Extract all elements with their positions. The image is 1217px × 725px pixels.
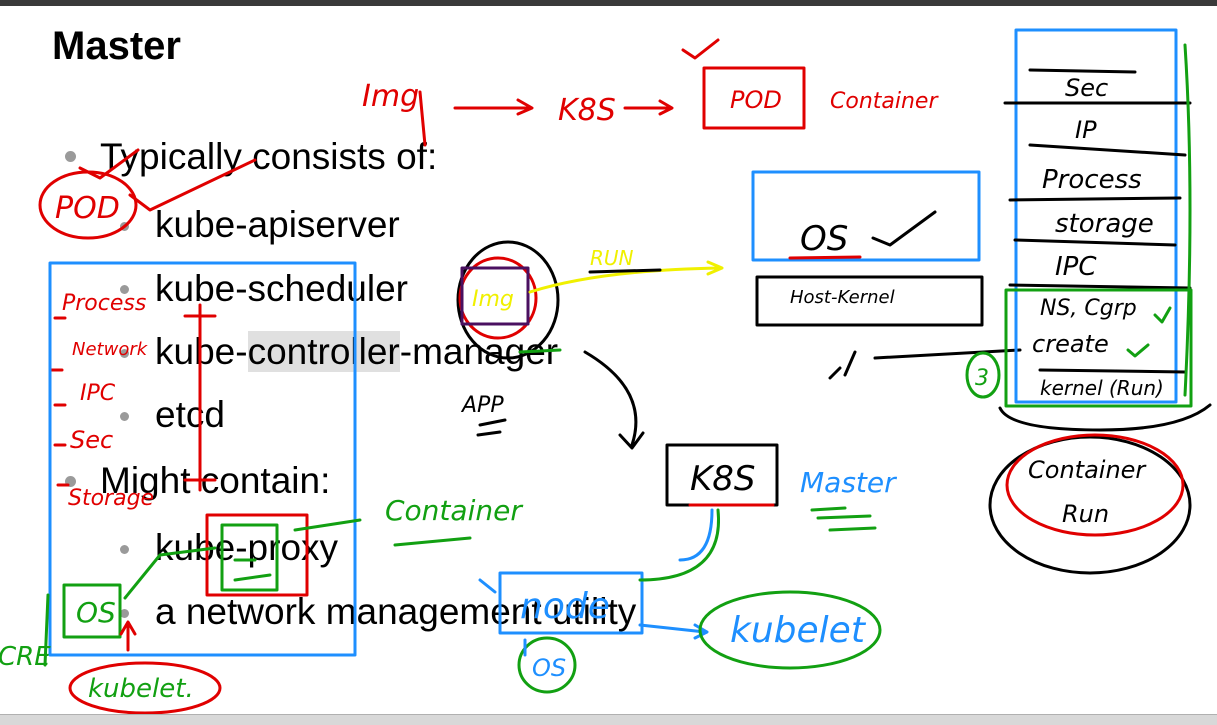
num3-circle [965,351,1001,399]
img-small-label: Img [472,287,514,312]
cm-suffix: -manager [399,331,559,372]
network-label: Network [72,339,149,360]
os-check [871,210,937,247]
right-list-0: Sec [1065,74,1108,102]
k8s-to-node-green [638,508,721,582]
container-run-label-2: Run [1062,500,1109,528]
bullet-dot [120,285,129,294]
host-kernel-box [755,275,984,327]
bullet-dot [65,151,76,162]
right-green-box [1004,288,1193,408]
top-window-bar [0,0,1217,6]
left-dashes [48,316,70,487]
right-list-4: IPC [1055,252,1097,282]
pod-top-box [702,66,806,130]
app-label: APP [460,393,504,418]
kubelet-left-circle [68,661,222,715]
black-check-arrow [828,348,1022,380]
bullet-dot [120,412,129,421]
os-left-label: OS [76,596,116,629]
cre-label: CRE [0,642,51,672]
container-underline [393,536,472,547]
os2-circle [517,636,577,694]
ipc-left-label: IPC [80,381,116,406]
right-list-3: storage [1055,209,1154,239]
bullet-dot [120,222,129,231]
kubelet-right-label: kubelet [730,610,867,651]
cm-prefix: kube- [155,331,248,372]
bullet-dot [120,609,129,618]
num3-label: 3 [975,366,989,391]
right-list-2: Process [1042,165,1142,195]
bullet-kube-proxy: kube-proxy [155,527,339,568]
node-to-kubelet-arrow [638,623,709,640]
container-mid-label: Container [385,494,523,527]
app-underline [476,418,507,437]
master-lines [810,506,877,532]
kubelet-right-circle [698,590,882,670]
pod-top-check [681,38,720,60]
kubelet-left-label: kubelet. [88,674,194,704]
run-label: RUN [590,246,634,270]
container-run-red-circle [1005,433,1185,537]
arrow-img-to-k8s [453,98,534,116]
right-list-6: create [1032,330,1109,358]
master-label: Master [800,466,897,499]
bullet-consists: Typically consists of: [100,136,438,177]
bottom-status-bar [0,714,1217,725]
right-list-7: kernel (Run) [1040,376,1164,400]
slide-title: Master [52,24,181,68]
bullet-apiserver: kube-apiserver [155,204,400,245]
right-green-bracket [1183,43,1192,397]
k8s-mid-box [665,443,779,507]
img-purple-box [460,266,530,326]
os-red-underline [788,255,862,260]
pod-top-label: POD [730,86,782,114]
bullet-dot [120,545,129,554]
pod-left-label: POD [55,191,120,226]
os2-label: OS [532,654,566,682]
run-underline [588,268,662,274]
sec-left-label: Sec [70,426,113,454]
os-left-box [62,583,122,639]
bullet-might-contain: Might contain: [100,460,331,501]
k8s-to-node-blue [678,508,714,562]
right-checks [1126,306,1172,358]
bullet-dot [120,349,129,358]
container-top-label: Container [830,89,939,114]
img-label: Img [362,79,419,114]
container-run-label-1: Container [1028,456,1147,484]
bullet-network-utility: a network management utility [155,591,637,632]
os-blue-box [751,170,981,262]
host-kernel-label: Host-Kernel [790,287,895,308]
bullet-controller-manager: kube-controller-manager [155,331,559,372]
app-to-k8s-arrow [583,350,645,450]
right-lines [1003,68,1192,374]
yellow-arrow [528,260,724,294]
right-list-5: NS, Cgrp [1040,296,1137,321]
cm-highlighted-word: controller [247,331,400,372]
right-blue-box [1014,28,1178,404]
k8s-top-label: K8S [558,93,616,128]
kubelet-left-arrow [119,620,137,652]
container-run-black-circle [988,435,1192,575]
right-curve [998,403,1212,432]
os-label: OS [800,219,848,259]
arrow-k8s-to-pod [623,99,674,116]
bullet-dot [65,476,76,487]
bullet-etcd: etcd [155,394,225,435]
img-red-circle [458,256,538,340]
k8s-mid-label: K8S [690,459,756,499]
process-label: Process [62,291,146,316]
right-list-1: IP [1075,116,1097,144]
bullet-scheduler: kube-scheduler [155,268,408,309]
